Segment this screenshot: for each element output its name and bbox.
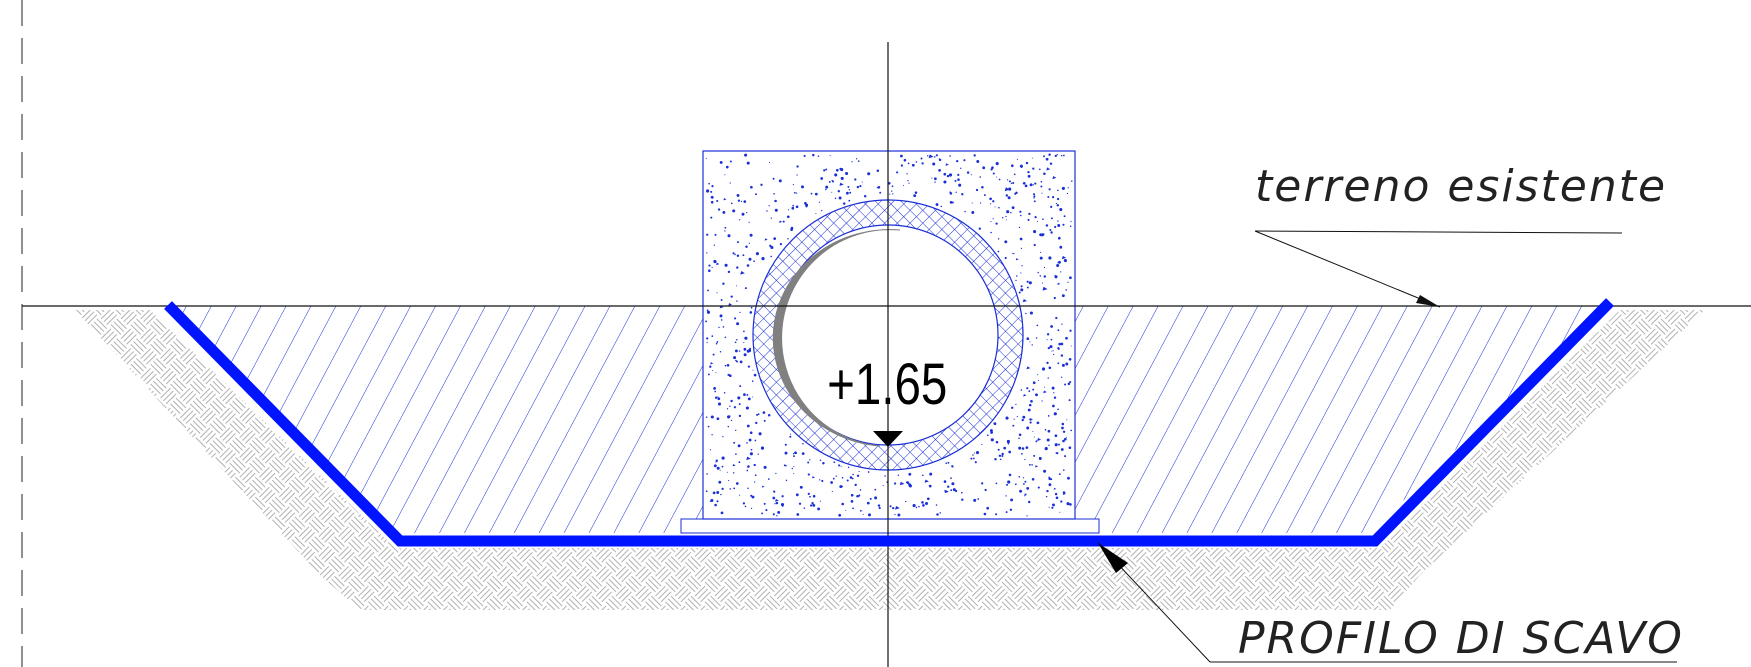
concrete-dots — [705, 153, 1073, 517]
excavation-leader-arrowhead — [1098, 543, 1128, 573]
pipe-shadow-crescent — [772, 229, 901, 447]
excavation-label: PROFILO DI SCAVO — [1238, 613, 1684, 664]
ground-leader-line — [1254, 230, 1441, 308]
elevation-label: +1.65 — [827, 353, 947, 418]
surrounding-soil — [75, 310, 1705, 610]
ground-label-underline — [1254, 230, 1623, 234]
backfill-left — [168, 306, 703, 533]
backfill-right — [1075, 306, 1603, 533]
elevation-marker-triangle — [873, 431, 903, 447]
excavation-profile-line — [164, 298, 1614, 547]
ground-label: terreno esistente — [1255, 161, 1667, 212]
ground-leader-arrowhead — [1416, 295, 1440, 307]
bedding-slab — [680, 518, 1100, 534]
